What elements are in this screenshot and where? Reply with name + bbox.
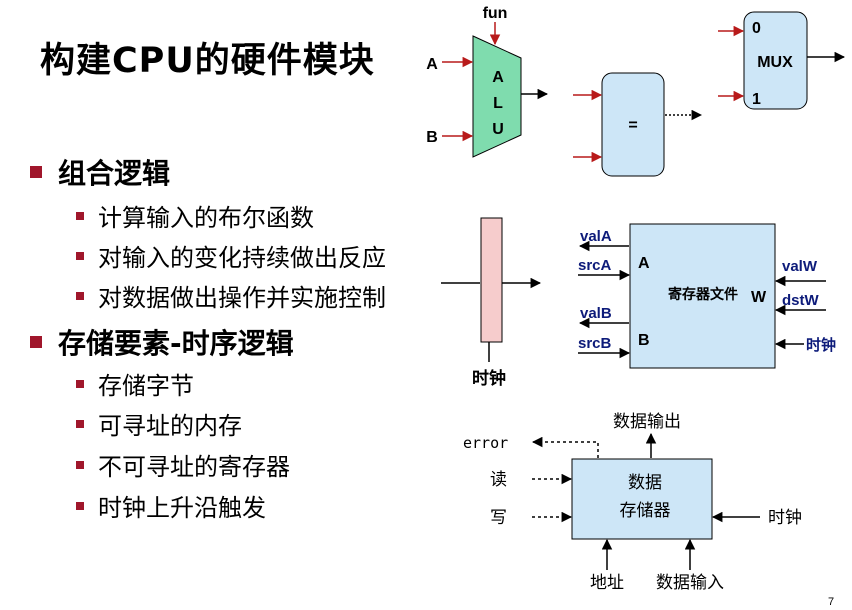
register-file-label: 寄存器文件 [668, 286, 738, 303]
dstW-label: dstW [782, 292, 820, 309]
subitem-text: 对输入的变化持续做出反应 [98, 244, 386, 272]
bullet-marker [30, 336, 42, 348]
srcB-label: srcB [578, 335, 612, 352]
alu-fun-label: fun [483, 5, 508, 22]
data-in-label: 数据输入 [656, 573, 724, 593]
subitem: 不可寻址的寄存器 [76, 447, 290, 482]
subitem: 对数据做出操作并实施控制 [76, 278, 386, 313]
data-memory-box [571, 458, 713, 540]
clocked-register: 时钟 [441, 217, 542, 389]
error-arrow [531, 436, 599, 458]
valW-label: valW [782, 258, 818, 275]
equality-symbol: = [628, 117, 637, 134]
data-out-label: 数据输出 [613, 412, 681, 432]
register-file-port-w: W [751, 289, 767, 306]
subitem-text: 不可寻址的寄存器 [98, 453, 290, 481]
error-label: error [463, 434, 508, 452]
data-memory-label-line1: 数据 [628, 473, 662, 493]
mux-input0-label: 0 [752, 20, 761, 37]
register-clock-label: 时钟 [472, 368, 506, 389]
register-box [480, 217, 503, 343]
bullet-marker [76, 420, 84, 428]
subitem: 时钟上升沿触发 [76, 488, 266, 523]
valB-label: valB [580, 305, 612, 322]
subitem: 存储字节 [76, 366, 194, 401]
register-file: 寄存器文件 A B W valA srcA valB srcB valW dst… [578, 223, 836, 369]
alu-shape [472, 35, 522, 158]
address-label: 地址 [590, 573, 624, 593]
equality-block: = [573, 72, 703, 177]
alu-input-b-label: B [426, 129, 438, 146]
subitem: 计算输入的布尔函数 [76, 198, 314, 233]
data-memory-clock-label: 时钟 [768, 508, 802, 528]
bullet-marker [76, 252, 84, 260]
subitem: 可寻址的内存 [76, 406, 242, 441]
read-label: 读 [490, 470, 507, 490]
register-file-port-a: A [638, 255, 650, 272]
subitem-text: 存储字节 [98, 372, 194, 400]
equality-box [601, 72, 665, 177]
slide-title: 构建CPU的硬件模块 [40, 41, 375, 81]
bullet-marker [30, 166, 42, 178]
alu-letter: A [492, 69, 504, 86]
register-file-clock-label: 时钟 [806, 336, 836, 354]
mux-box [743, 11, 808, 110]
bullet-sequential-logic: 存储要素-时序逻辑 [30, 322, 294, 362]
mux-input1-label: 1 [752, 91, 761, 108]
bullet-marker [76, 212, 84, 220]
write-label: 写 [490, 508, 507, 528]
alu-letter: U [492, 121, 504, 138]
subitem-text: 时钟上升沿触发 [98, 494, 266, 522]
register-file-box [629, 223, 776, 369]
mux-label: MUX [757, 54, 793, 71]
subitem-text: 可寻址的内存 [98, 412, 242, 440]
bullet-marker [76, 461, 84, 469]
srcA-label: srcA [578, 257, 612, 274]
alu-block: A L U fun A B [426, 5, 549, 158]
bullet-marker [76, 502, 84, 510]
alu-letter: L [493, 95, 503, 112]
data-memory-label-line2: 存储器 [620, 501, 671, 521]
page-number: 7 [828, 596, 834, 608]
bullet-combinational-logic: 组合逻辑 [30, 152, 170, 192]
register-file-port-b: B [638, 332, 650, 349]
bullet-label: 存储要素-时序逻辑 [58, 327, 294, 360]
bullet-marker [76, 292, 84, 300]
subitem: 对输入的变化持续做出反应 [76, 238, 386, 273]
valA-label: valA [580, 228, 612, 245]
mux-block: 0 MUX 1 [718, 11, 846, 110]
bullet-marker [76, 380, 84, 388]
bullet-label: 组合逻辑 [58, 157, 171, 190]
data-memory: 数据 存储器 数据输出 error 读 写 时钟 地址 数据输入 [463, 412, 802, 593]
subitem-text: 计算输入的布尔函数 [98, 204, 314, 232]
subitem-text: 对数据做出操作并实施控制 [98, 284, 386, 312]
alu-input-a-label: A [426, 56, 438, 73]
